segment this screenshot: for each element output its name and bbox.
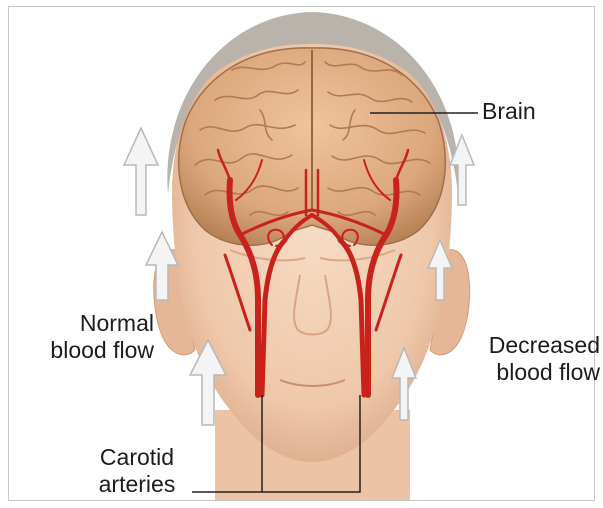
arrow-icon — [124, 128, 158, 215]
carotid-arteries-label: Carotid arteries — [82, 444, 192, 498]
normal-blood-flow-label: Normal blood flow — [40, 310, 154, 364]
brain-label: Brain — [482, 98, 536, 125]
decreased-blood-flow-label: Decreased blood flow — [458, 332, 600, 386]
